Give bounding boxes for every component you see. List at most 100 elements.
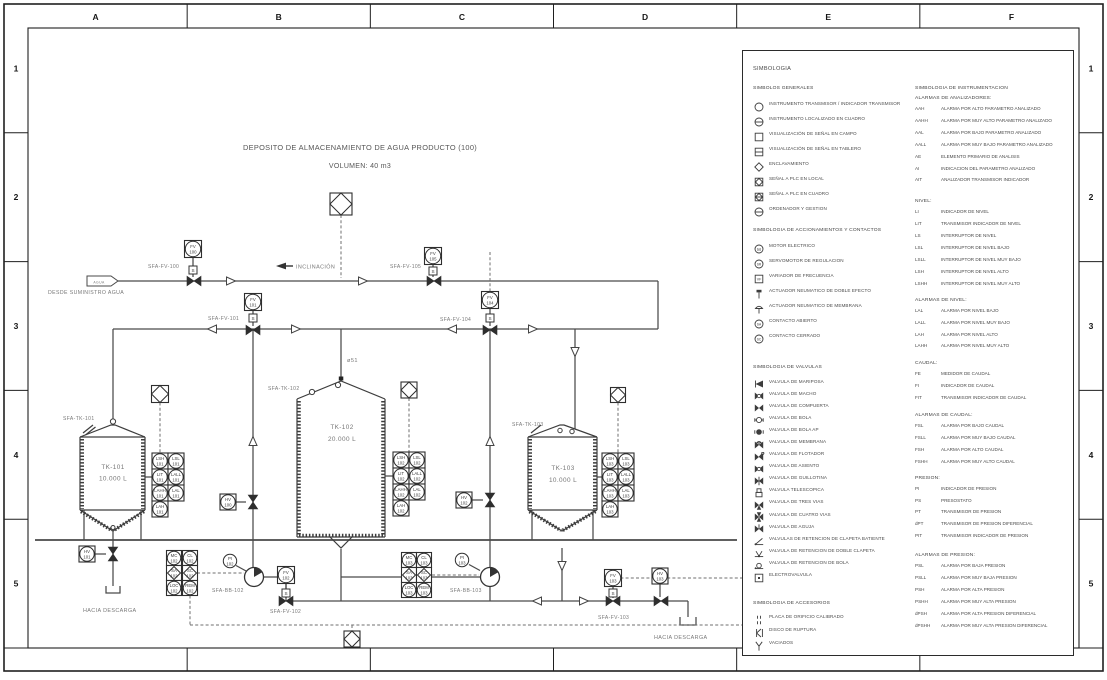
valve — [484, 492, 496, 508]
bubble-tag: CL — [187, 553, 193, 558]
legend-symbol — [753, 114, 765, 126]
bubble-number: 102 — [413, 492, 421, 497]
bubble-tag: FV — [487, 295, 493, 300]
bubble-circle — [618, 469, 634, 485]
sq-diamond-icon — [754, 177, 764, 186]
bubble-tag: SA — [406, 570, 412, 575]
bubble-circle — [277, 566, 295, 584]
flow-arrow-icon — [206, 324, 217, 334]
legend-item-label: CONTACTO CERRADO — [769, 333, 821, 338]
tank-wall-band — [112, 509, 145, 533]
bubble-tag: HV — [84, 549, 90, 554]
legend-item: VALVULA DE MACHO — [753, 387, 911, 400]
diagram-label: TK-102 — [330, 424, 353, 431]
plc-interlock-icon — [400, 381, 418, 399]
legend-symbol — [753, 189, 765, 201]
drawing-subtitle: VOLUMEN: 40 m3 — [329, 163, 391, 170]
legend-code-description: INTERRUPTOR DE NIVEL MUY ALTO — [941, 280, 1021, 286]
legend-item: VALVULA DE RETENCION DE DOBLE CLAPETA — [753, 544, 911, 558]
pipe — [235, 564, 248, 573]
grid-row-label: 1 — [14, 63, 19, 73]
legend-code-description: ALARMA POR BAJO PARAMETRO ANALIZADO — [941, 129, 1042, 135]
legend-item-label: CONTACTO ABIERTO — [769, 318, 817, 323]
valve-body — [107, 546, 119, 562]
bubble-diamond — [150, 384, 170, 404]
bowtie-dot-icon — [754, 392, 764, 400]
bubble-tag: LSL — [622, 456, 630, 461]
legend-section-heading: ALARMAS DE PRESION: — [915, 553, 976, 559]
bubble-diamond — [329, 192, 353, 216]
pipe — [679, 617, 697, 626]
legend-code-description: ALARMA POR MUY ALTO PARAMETRO ANALIZADO — [941, 117, 1052, 123]
grid-column-label: C — [459, 12, 465, 22]
bubble-tag: FV — [430, 251, 436, 256]
legend-code: FSHH — [915, 458, 928, 464]
valve — [426, 275, 442, 287]
bubble-tag: LAHH — [395, 487, 406, 492]
valve-body — [245, 324, 261, 336]
legend-symbol: M — [753, 241, 765, 253]
bubble-tag: LSL — [413, 455, 421, 460]
bubble-circle — [168, 469, 184, 485]
legend-code: AALL — [915, 141, 927, 147]
legend-item-label: DISCO DE RUPTURA — [769, 627, 817, 633]
square-h-icon — [754, 147, 764, 156]
legend-code-description: INTERRUPTOR DE NIVEL — [941, 233, 997, 239]
tank-top-fitting — [338, 376, 344, 381]
legend-code-description: INDICADOR DE NIVEL — [941, 209, 989, 215]
actuator-box — [281, 588, 291, 598]
legend-item-label: VALVULA DE ASIENTO — [769, 463, 820, 469]
sq-diamond-h-icon — [754, 192, 764, 201]
legend-item: VALVULA DE AGUJA — [753, 520, 911, 533]
flow-arrow-icon — [579, 596, 590, 606]
legend-item: VALVULA DE MARIPOSA — [753, 375, 911, 388]
valve-body — [426, 275, 442, 287]
pump-impeller — [490, 567, 499, 577]
legend-item-label: VALVULA TELESCOPICA — [769, 487, 825, 493]
diagram-label: SFA-FV-105 — [390, 264, 421, 270]
legend-code: FSLL — [915, 434, 926, 440]
diagram-label: SFA-FV-100 — [148, 264, 179, 270]
legend-item: VISUALIZACIÓN DE SEÑAL EN TABLERO — [753, 141, 911, 156]
bubble-number: 101 — [172, 493, 180, 498]
bubble-circle — [602, 469, 618, 485]
bubble-tag: LOC — [170, 583, 179, 588]
legend-symbol — [753, 437, 765, 449]
bubble-circle — [152, 469, 168, 485]
legend-symbol — [753, 557, 765, 570]
tank-outline — [82, 424, 94, 434]
ball-f-icon — [754, 429, 764, 436]
bowtie-knife-icon — [754, 476, 764, 485]
legend-code-description: INTERRUPTOR DE NIVEL BAJO — [941, 245, 1010, 251]
bubble-number: 103 — [606, 461, 614, 466]
bubble-circle — [424, 247, 442, 265]
tank-outline — [530, 424, 542, 434]
bubble-circle — [152, 485, 168, 501]
bubble-diamond — [343, 630, 361, 648]
legend-item-label: VALVULA DE MACHO — [769, 390, 817, 396]
grid-row-label: 4 — [1089, 450, 1094, 460]
legend-code: PSHH — [915, 598, 928, 604]
legend-item: ELECTROVALVULA — [753, 569, 911, 582]
bubble-circle — [602, 501, 618, 517]
bubble-diamond — [609, 386, 627, 404]
legend-code-description: ALARMA POR ALTA PRESION DIFERENCIAL — [941, 610, 1037, 616]
grid-row-label: 3 — [1089, 321, 1094, 331]
valve-body — [484, 492, 496, 508]
box-VF-icon: VF — [754, 274, 764, 283]
